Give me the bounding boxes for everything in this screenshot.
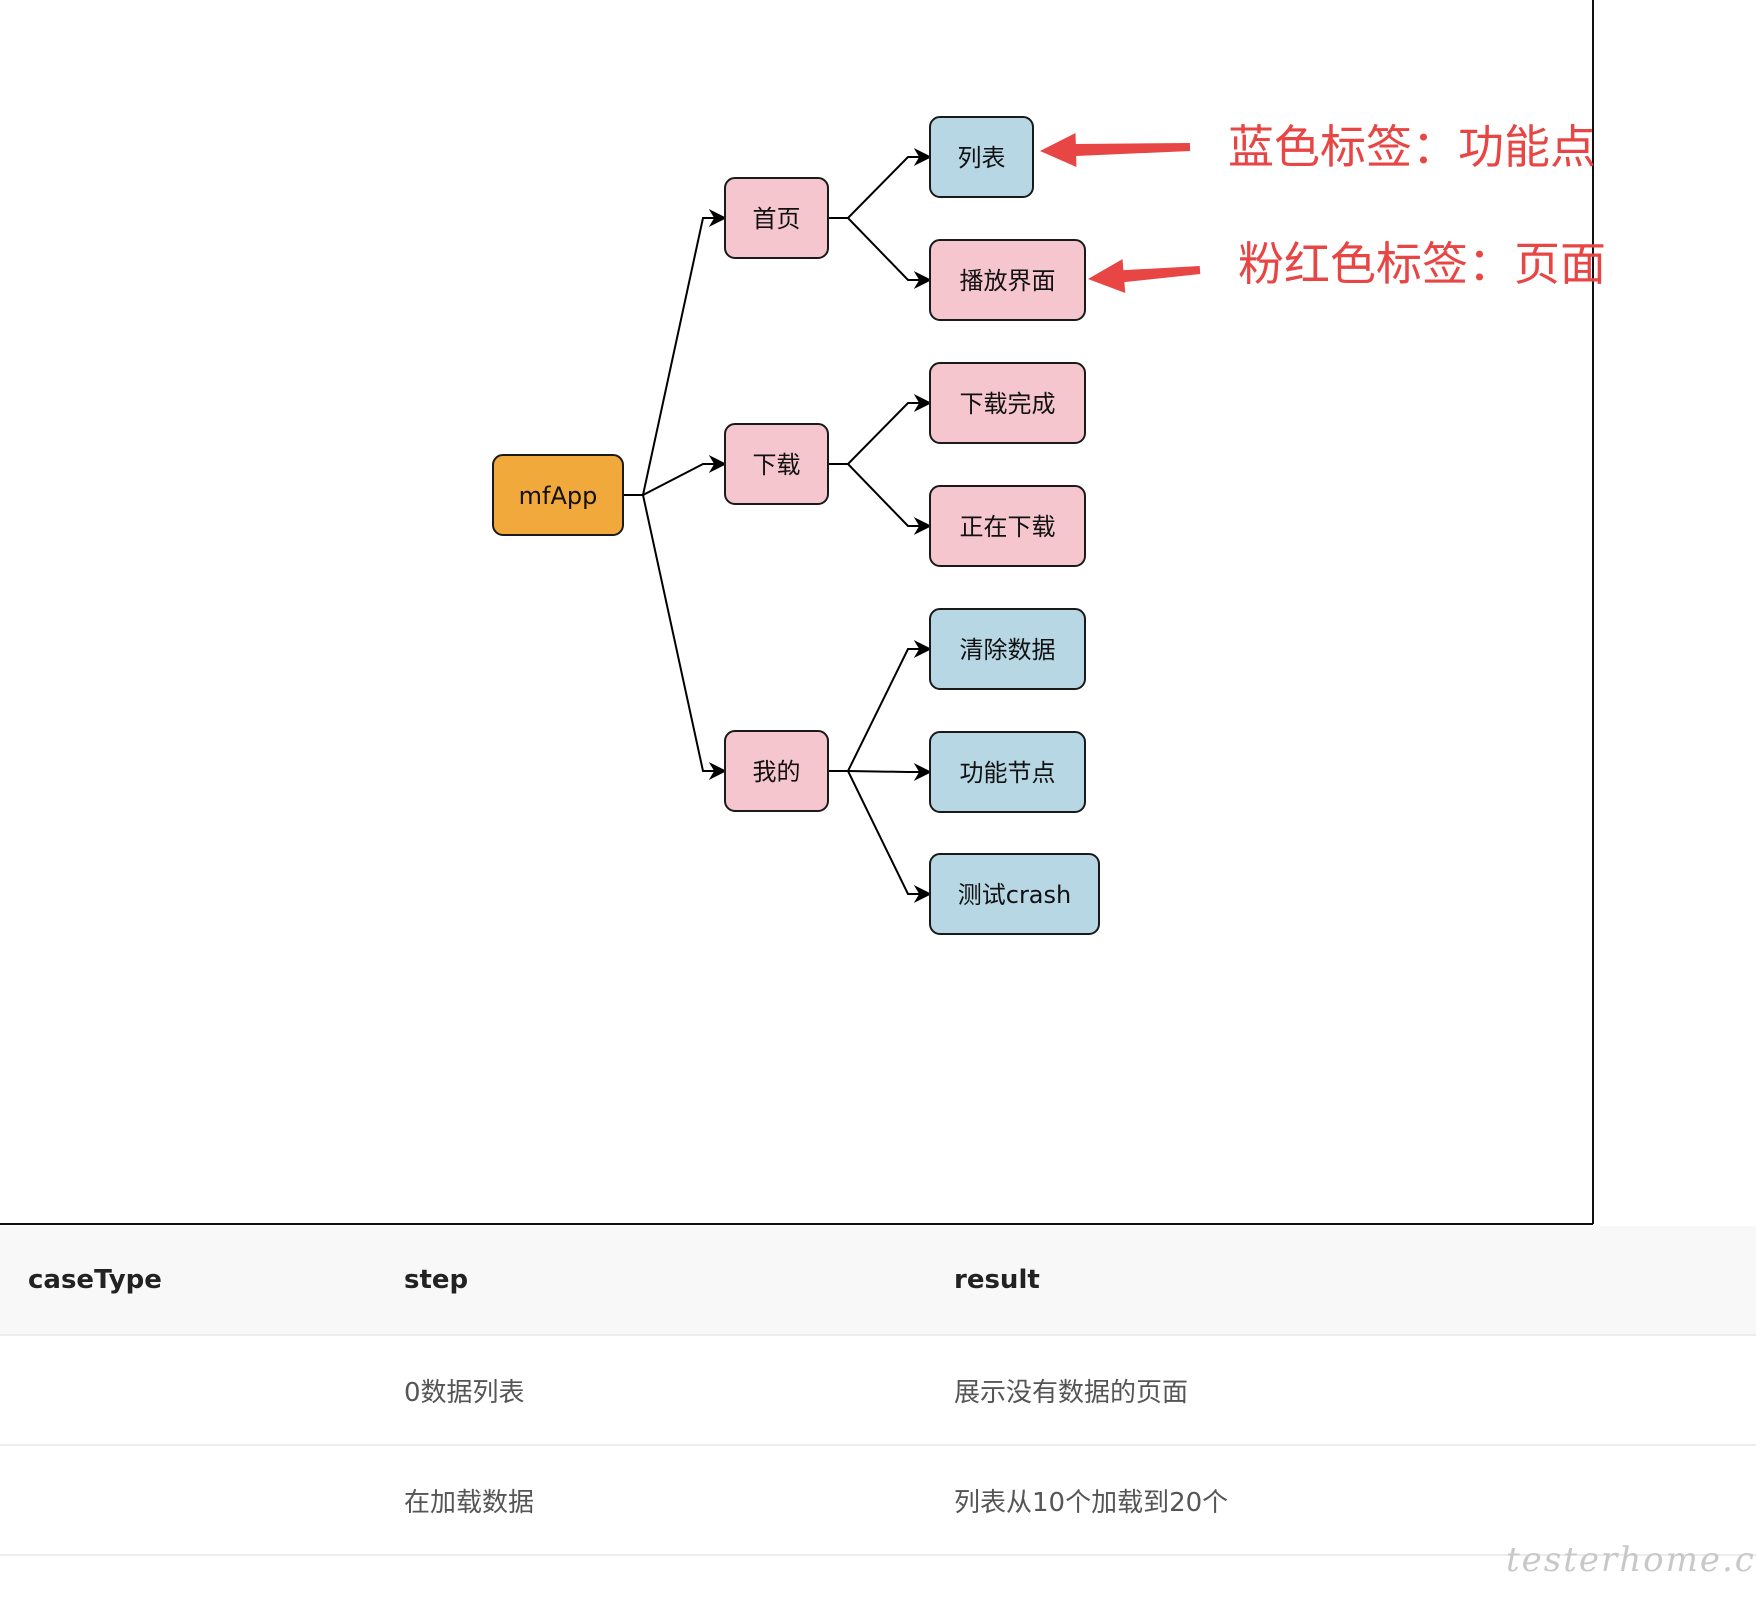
node-label-downloading: 正在下载 [960,513,1056,541]
node-feature-node: 功能节点 [929,731,1086,813]
node-mine: 我的 [724,730,829,812]
annotation-label: 粉红色标签：页面 [1238,237,1606,291]
node-box-test-crash [929,853,1100,935]
edge-root-to-home [623,209,727,496]
node-download-done: 下载完成 [929,362,1086,444]
header-result: result [926,1226,1756,1336]
edge-root-to-download [623,455,727,496]
node-box-root [492,454,624,536]
cell-step: 0数据列表 [376,1335,926,1446]
red-arrow-icon [1088,259,1201,294]
watermark-text: testerhome.com [1506,1540,1756,1580]
node-test-crash: 测试crash [929,853,1100,935]
table-row: 在加载数据 列表从10个加载到20个 [0,1445,1756,1556]
edge-mine-to-clear-data [828,640,932,772]
node-box-download [724,423,829,505]
node-box-downloading [929,485,1086,567]
node-box-feature-node [929,731,1086,813]
cell-result: 展示没有数据的页面 [926,1335,1756,1446]
edge-download-to-download-done [828,394,932,465]
edge-mine-to-test-crash [828,770,932,903]
node-label-download: 下载 [753,451,801,479]
node-box-home [724,177,829,259]
node-label-mine: 我的 [753,758,801,786]
node-box-mine [724,730,829,812]
node-clear-data: 清除数据 [929,608,1086,690]
table-row: 0数据列表 展示没有数据的页面 [0,1335,1756,1446]
node-home: 首页 [724,177,829,259]
node-box-clear-data [929,608,1086,690]
node-label-test-crash: 测试crash [958,881,1071,909]
test-case-table: caseType step result 0数据列表 展示没有数据的页面 在加载… [0,1226,1756,1556]
edge-home-to-player [828,217,932,289]
annotation-player: 粉红色标签：页面 [1088,237,1606,294]
edges-layer [623,148,932,903]
cell-step: 在加载数据 [376,1445,926,1556]
node-label-feature-node: 功能节点 [960,759,1056,787]
node-download: 下载 [724,423,829,505]
cell-casetype [0,1335,376,1446]
node-label-list: 列表 [958,144,1006,172]
cell-casetype [0,1445,376,1556]
node-label-home: 首页 [753,205,801,233]
node-box-player [929,239,1086,321]
node-label-clear-data: 清除数据 [960,636,1056,664]
header-step: step [376,1226,926,1336]
node-label-download-done: 下载完成 [960,390,1056,418]
edge-home-to-list [828,148,932,219]
node-box-list [929,116,1034,198]
cell-result: 列表从10个加载到20个 [926,1445,1756,1556]
node-downloading: 正在下载 [929,485,1086,567]
red-arrow-icon [1040,133,1191,168]
edge-download-to-downloading [828,463,932,535]
node-box-download-done [929,362,1086,444]
node-player: 播放界面 [929,239,1086,321]
annotation-label: 蓝色标签：功能点 [1228,120,1596,174]
header-casetype: caseType [0,1226,376,1336]
node-root: mfApp [492,454,624,536]
node-label-player: 播放界面 [960,267,1056,295]
annotation-list: 蓝色标签：功能点 [1040,120,1596,174]
node-list: 列表 [929,116,1034,198]
node-label-root: mfApp [519,482,598,510]
edge-root-to-mine [623,494,727,780]
table-header-row: caseType step result [0,1226,1756,1336]
